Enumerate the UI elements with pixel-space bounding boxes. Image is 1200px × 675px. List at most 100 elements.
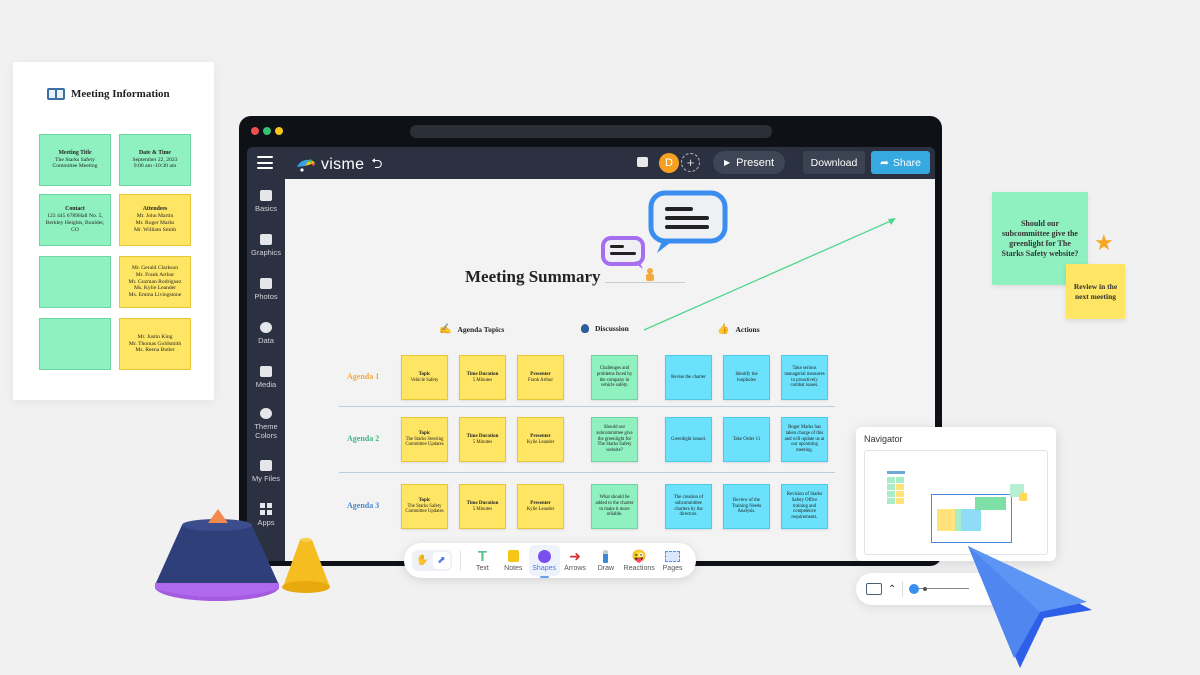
action-note[interactable]: Greenlight issued. — [665, 417, 712, 462]
text-t-icon: T — [477, 547, 488, 565]
share-arrow-icon: ➦ — [880, 156, 889, 169]
empty-green-card — [39, 256, 111, 308]
media-icon — [260, 365, 272, 377]
sidebar-item-theme-colors[interactable]: Theme Colors — [247, 399, 285, 449]
action-note[interactable]: Take serious managerial measures to proa… — [781, 355, 828, 400]
undo-icon[interactable]: ⮌ — [371, 155, 383, 171]
visme-app: visme ⮌ D + ▶ Present Download ➦ Share B… — [247, 147, 935, 561]
left-sidebar: Basics Graphics Photos Data Media Theme … — [247, 179, 285, 561]
sidebar-item-apps[interactable]: Apps — [247, 493, 285, 537]
minimize-window-dot[interactable] — [263, 127, 271, 135]
hand-pan-icon[interactable]: ✋ — [416, 555, 429, 566]
bottom-toolbar: ✋ ⬈ T Text Notes Shapes ➜ Arrows Draw 😜 … — [404, 543, 696, 578]
agenda-topics-header: ✍ Agenda Topics — [439, 324, 505, 335]
monitor-frame: visme ⮌ D + ▶ Present Download ➦ Share B… — [239, 116, 942, 566]
present-button[interactable]: ▶ Present — [713, 151, 785, 174]
sidebar-item-data[interactable]: Data — [247, 311, 285, 355]
attendees-card-2: Mr. Gerald Clarkson Mr. Frank Arthur Mr.… — [119, 256, 191, 308]
action-note[interactable]: The creation of subcommittee charters by… — [665, 484, 712, 529]
zoom-control-bar: ⌃ — [856, 573, 1006, 605]
pen-draw-icon — [603, 549, 609, 563]
basics-icon — [260, 189, 272, 201]
speech-bubbles-illustration — [601, 190, 728, 281]
close-window-dot[interactable] — [251, 127, 259, 135]
window-controls — [251, 127, 283, 135]
date-time-card: Date & Time September 22, 2023 9:00 am -… — [119, 134, 191, 186]
add-collaborator-icon[interactable]: + — [681, 153, 700, 172]
tool-text[interactable]: T Text — [476, 547, 489, 573]
sidebar-item-basics[interactable]: Basics — [247, 179, 285, 223]
share-button[interactable]: ➦ Share — [871, 151, 930, 174]
navigator-minimap[interactable] — [864, 450, 1048, 555]
row-divider — [339, 406, 835, 407]
sidebar-item-media[interactable]: Media — [247, 355, 285, 399]
comment-icon[interactable] — [637, 157, 648, 167]
writing-hand-icon: ✍ — [439, 324, 452, 335]
action-note[interactable]: Revision of Starks Safety Office trainin… — [781, 484, 828, 529]
zoom-slider[interactable] — [909, 584, 970, 594]
emoji-icon: 😜 — [631, 549, 647, 563]
visme-logo[interactable]: visme ⮌ — [295, 153, 383, 177]
empty-green-card — [39, 318, 111, 370]
tool-draw[interactable]: Draw — [590, 545, 621, 576]
editor-canvas[interactable]: Meeting Summary ✍ Agenda Topics Discussi… — [285, 179, 935, 561]
photos-icon — [260, 277, 272, 289]
fit-screen-icon[interactable] — [866, 583, 882, 595]
navigator-panel: Navigator — [856, 427, 1056, 561]
thumbs-up-icon: 👍 — [717, 324, 730, 335]
cursor-arrow-3d-icon — [968, 546, 1092, 668]
data-pie-icon — [260, 321, 272, 333]
meeting-information-title: Meeting Information — [47, 88, 170, 100]
action-note[interactable]: Revise the charter — [665, 355, 712, 400]
attendees-card-3: Mr. Justin King Mr. Thomas Goldsmith Ms.… — [119, 318, 191, 370]
meeting-title-card: Meeting Title The Starks Safety Committe… — [39, 134, 111, 186]
download-button[interactable]: Download — [803, 151, 865, 174]
floating-yellow-note[interactable]: Review in the next meeting — [1066, 264, 1125, 319]
circle-shape-icon — [537, 549, 551, 563]
discussion-note[interactable]: Challenges and problems faced by the com… — [591, 355, 638, 400]
minimap-viewport-frame[interactable] — [931, 494, 1012, 543]
app-top-bar: visme ⮌ D + ▶ Present Download ➦ Share — [247, 147, 935, 179]
chevron-up-icon[interactable]: ⌃ — [888, 583, 897, 595]
actions-header: 👍 Actions — [717, 324, 760, 335]
tool-pages[interactable]: Pages — [657, 545, 688, 576]
action-note[interactable]: Take Order 11 — [723, 417, 770, 462]
star-icon: ★ — [1094, 230, 1114, 255]
meeting-summary-title[interactable]: Meeting Summary — [465, 267, 601, 286]
palette-icon — [260, 408, 272, 419]
tool-reactions[interactable]: 😜 Reactions — [623, 549, 655, 572]
decorative-cones-illustration — [155, 509, 330, 601]
discussion-note[interactable]: What should be added to the charter to m… — [591, 484, 638, 529]
tool-arrows[interactable]: ➜ Arrows — [564, 547, 586, 573]
address-bar[interactable] — [410, 125, 772, 138]
tool-shapes[interactable]: Shapes — [528, 545, 560, 578]
discussion-header: Discussion — [581, 324, 629, 333]
green-connector-arrow[interactable] — [640, 214, 900, 334]
minimap-doc-thumbnail — [887, 477, 904, 504]
sidebar-item-photos[interactable]: Photos — [247, 267, 285, 311]
sticky-note-icon — [507, 549, 519, 563]
action-note[interactable]: Roger Marks has taken charge of this and… — [781, 417, 828, 462]
action-note[interactable]: Identify the loopholes — [723, 355, 770, 400]
sidebar-item-graphics[interactable]: Graphics — [247, 223, 285, 267]
user-avatar[interactable]: D — [659, 153, 679, 173]
sidebar-item-my-files[interactable]: My Files — [247, 449, 285, 493]
tool-notes[interactable]: Notes — [498, 545, 529, 576]
minimap-canvas-thumbnail — [937, 509, 981, 531]
visme-logo-mark-icon — [297, 159, 316, 172]
action-note[interactable]: Review of the Training Needs Analysis. — [723, 484, 770, 529]
meeting-information-document: Meeting Information Meeting Title The St… — [13, 62, 214, 400]
maximize-window-dot[interactable] — [275, 127, 283, 135]
select-pointer-icon[interactable]: ⬈ — [433, 552, 450, 569]
discussion-note[interactable]: Should our subcommittee give the greenli… — [591, 417, 638, 462]
hamburger-menu-icon[interactable] — [257, 156, 273, 169]
